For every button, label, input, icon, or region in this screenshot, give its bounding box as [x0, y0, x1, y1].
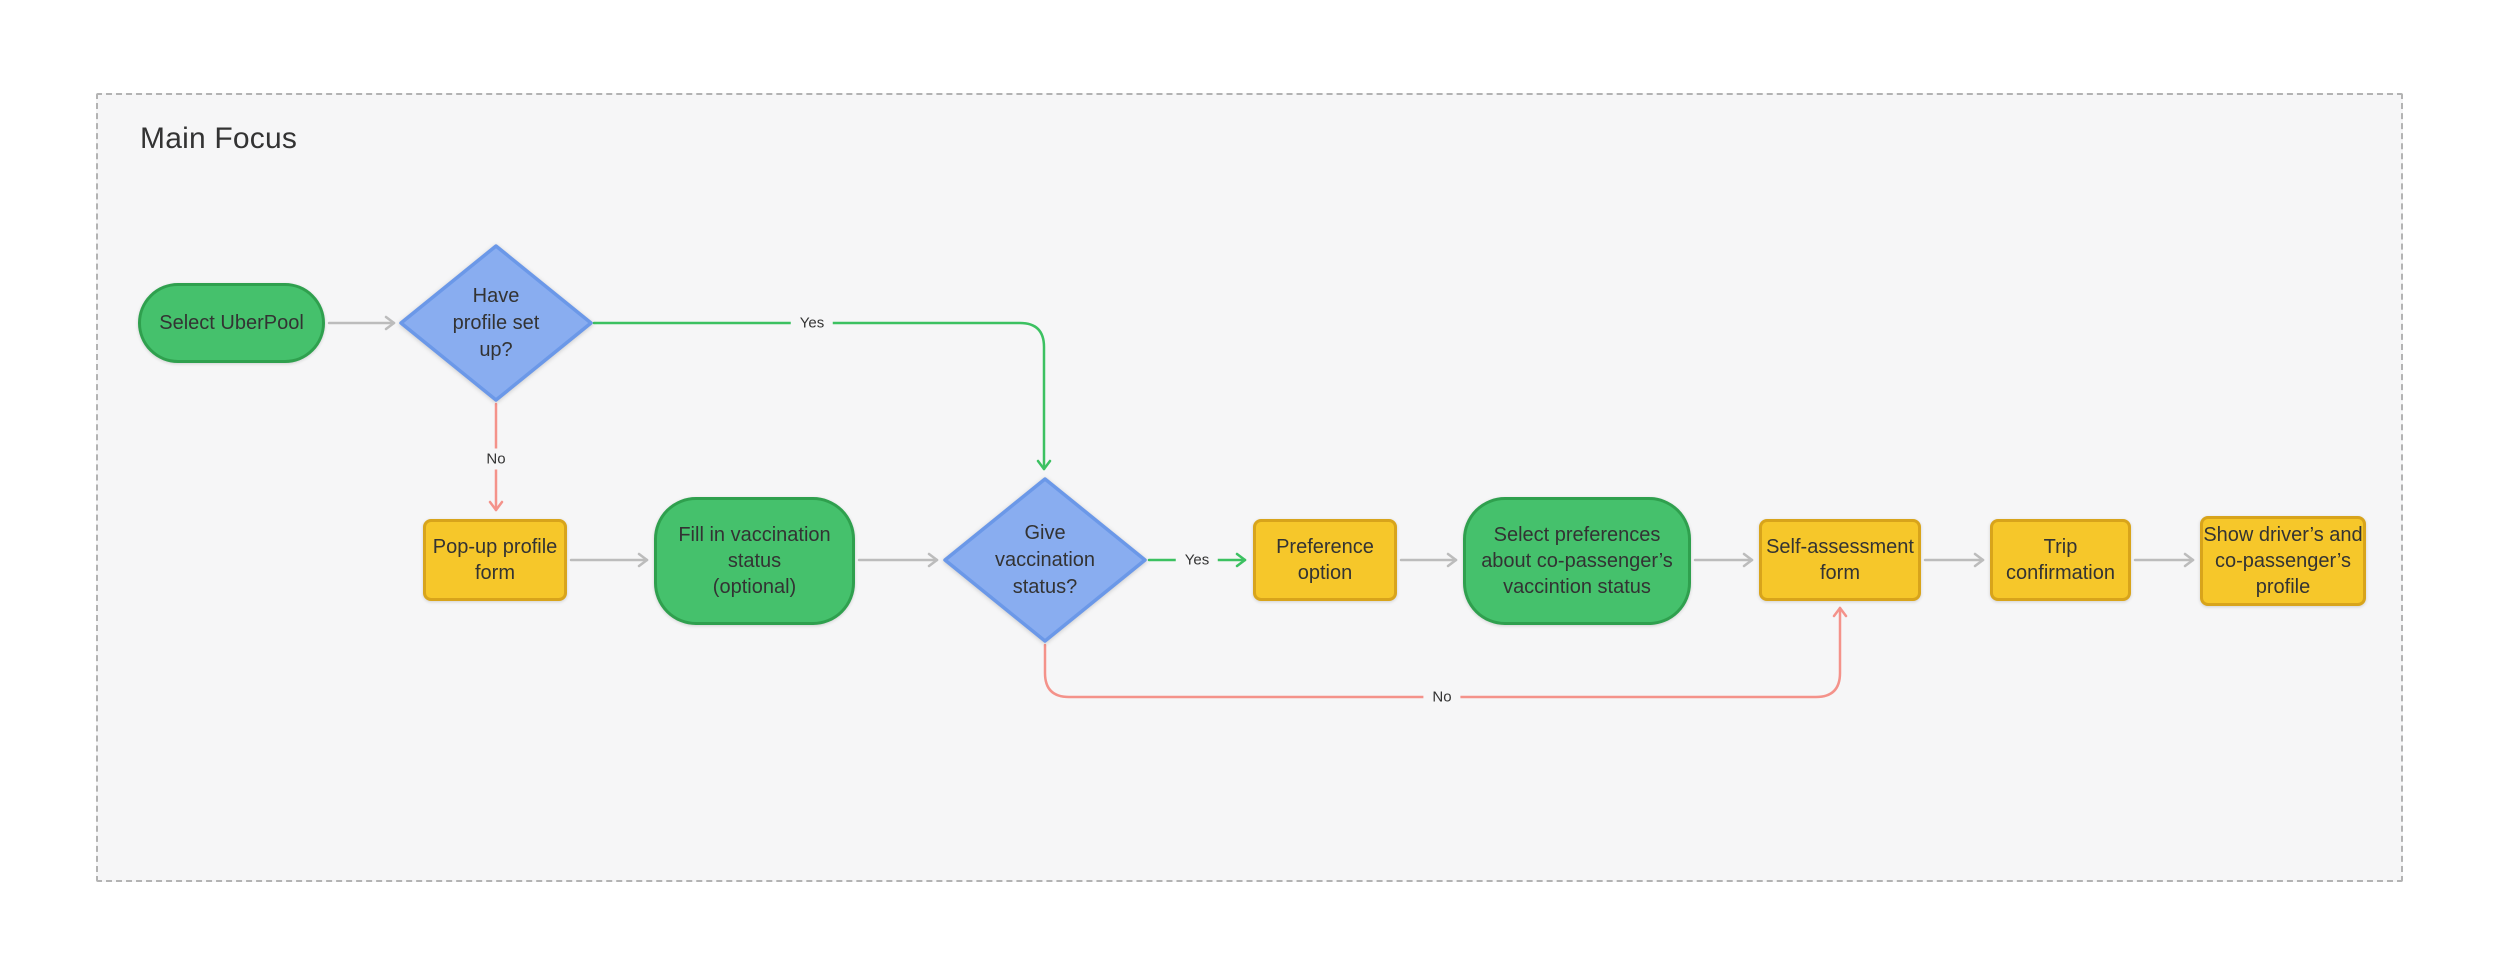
decision-give-vaccination-status[interactable]	[943, 477, 1147, 643]
node-select-preferences[interactable]: Select preferences about co-passenger’s …	[1463, 497, 1691, 625]
node-popup-profile-form-label: Pop-up profile form	[432, 536, 558, 584]
edge-label-profile-yes: Yes	[790, 312, 834, 334]
node-trip-confirmation-label: Trip confirmation	[2006, 536, 2115, 584]
frame-title: Main Focus	[140, 122, 298, 155]
node-select-preferences-label: Select preferences about co-passenger’s …	[1481, 524, 1673, 598]
decision-have-profile-setup-label: Have profile set up?	[452, 284, 540, 361]
node-show-profiles-label: Show driver’s and co-passenger’s profile	[2203, 524, 2363, 598]
decision-give-vaccination-status-label: Give vaccination status?	[994, 521, 1096, 598]
node-select-uberpool[interactable]: Select UberPool	[138, 283, 325, 363]
edge-profile-yes	[592, 321, 1052, 471]
node-select-uberpool-label: Select UberPool	[159, 312, 304, 334]
node-fill-vaccination-status-label: Fill in vaccination status (optional)	[678, 524, 831, 598]
edge-label-profile-no: No	[477, 448, 515, 470]
edge-vaccination-no	[1043, 606, 1848, 699]
decision-have-profile-setup[interactable]	[399, 244, 593, 402]
node-show-profiles[interactable]: Show driver’s and co-passenger’s profile	[2200, 516, 2366, 606]
edge-label-vaccination-no: No	[1423, 686, 1461, 708]
node-trip-confirmation[interactable]: Trip confirmation	[1990, 519, 2131, 601]
node-self-assessment-form-label: Self-assessment form	[1766, 536, 1914, 584]
node-fill-vaccination-status[interactable]: Fill in vaccination status (optional)	[654, 497, 855, 625]
node-preference-option-label: Preference option	[1276, 536, 1374, 584]
node-popup-profile-form[interactable]: Pop-up profile form	[423, 519, 567, 601]
node-self-assessment-form[interactable]: Self-assessment form	[1759, 519, 1921, 601]
main-focus-frame	[96, 93, 2403, 882]
node-preference-option[interactable]: Preference option	[1253, 519, 1397, 601]
edge-label-vaccination-yes: Yes	[1175, 549, 1219, 571]
